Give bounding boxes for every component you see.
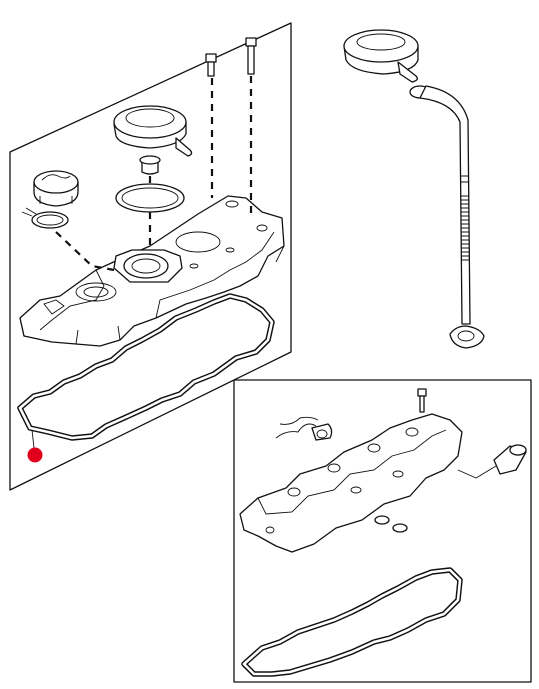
inset-gasket[interactable]: [241, 567, 463, 677]
inset-panel-frame: [233, 379, 532, 683]
breather-o-ring[interactable]: [115, 183, 185, 213]
cam-carrier-housing[interactable]: [239, 413, 463, 553]
left-panel: [9, 22, 292, 491]
wiring-harness-connector[interactable]: [275, 416, 333, 441]
cover-bolt[interactable]: [205, 53, 217, 77]
hose-end-fitting[interactable]: [449, 325, 485, 349]
breather-pipe: [343, 29, 485, 349]
highlight-marker[interactable]: [27, 447, 43, 463]
marker-leader: [31, 429, 35, 449]
plug[interactable]: [139, 155, 161, 175]
rocker-cover-gasket[interactable]: [17, 293, 275, 441]
breather-valve[interactable]: [113, 105, 193, 157]
cap-o-ring[interactable]: [21, 207, 69, 229]
breather-hose[interactable]: [419, 85, 471, 325]
left-panel-frame: [9, 22, 292, 491]
cover-stud[interactable]: [245, 37, 257, 75]
breather-housing[interactable]: [343, 29, 419, 83]
assembly-lines: [55, 76, 253, 272]
inset-panel: [233, 379, 532, 683]
filler-neck: [113, 249, 183, 283]
sensor[interactable]: [457, 444, 527, 479]
inset-bolt[interactable]: [417, 388, 427, 413]
oil-filler-cap[interactable]: [33, 170, 79, 207]
o-rings[interactable]: [374, 515, 408, 533]
